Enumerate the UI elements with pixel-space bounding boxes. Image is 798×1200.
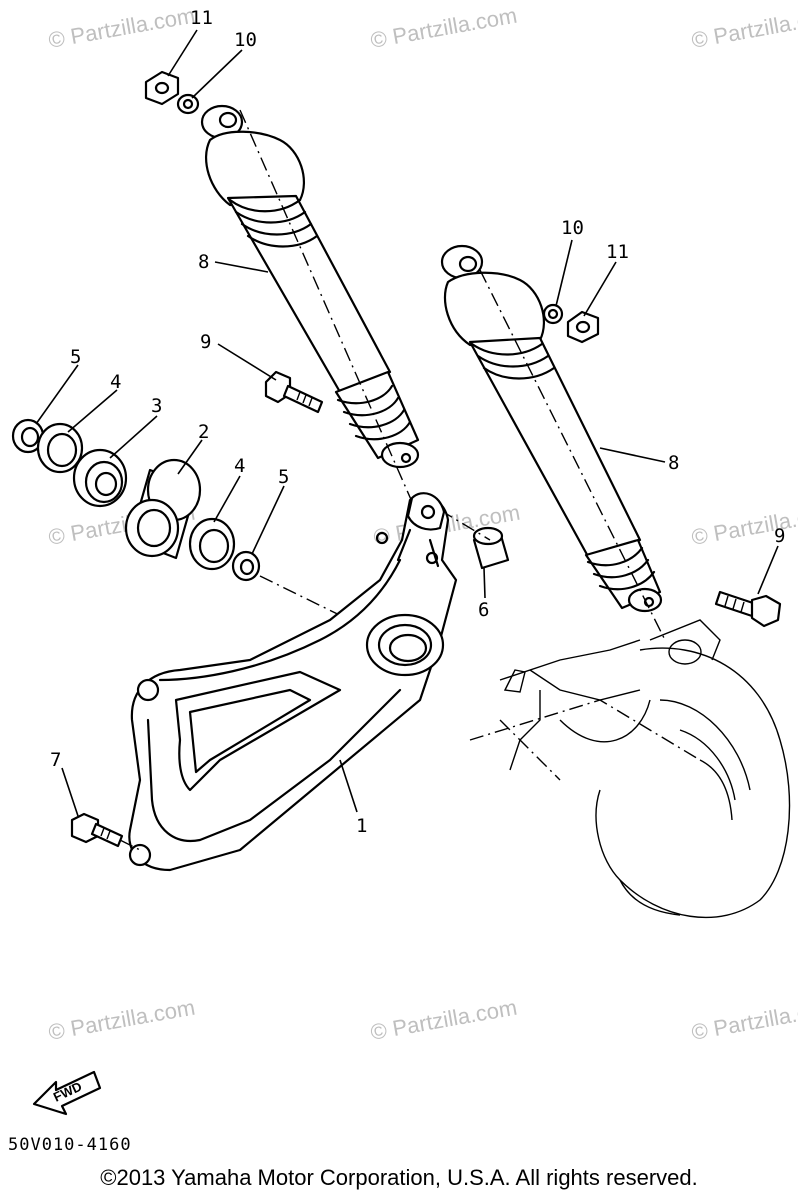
assembly-line <box>439 509 491 541</box>
watermark: © Partzilla.com <box>47 995 197 1045</box>
bolt-right <box>714 590 782 628</box>
engine-context <box>469 619 791 919</box>
rear-arm <box>128 492 458 872</box>
callout-2: 2 <box>198 421 209 443</box>
callout-4: 4 <box>234 455 245 477</box>
callout-5: 5 <box>278 466 289 488</box>
bolt-swingarm <box>70 812 124 848</box>
washer-right <box>231 550 261 582</box>
watermark: © Partzilla.com <box>690 3 798 53</box>
callout-7: 7 <box>50 749 61 771</box>
watermark: © Partzilla.com <box>47 3 197 53</box>
callout-6: 6 <box>478 599 489 621</box>
callout-10: 10 <box>561 217 584 239</box>
watermark: © Partzilla.com <box>369 3 519 53</box>
oil-seal-left <box>36 422 84 474</box>
shock-absorber-left <box>200 104 421 521</box>
callout-9: 9 <box>774 525 785 547</box>
callout-10: 10 <box>234 29 257 51</box>
watermark: © Partzilla.com <box>369 995 519 1045</box>
nut-top-left <box>144 70 180 106</box>
callout-11: 11 <box>606 241 629 263</box>
callout-8: 8 <box>668 452 679 474</box>
shock-absorber-right <box>440 244 666 641</box>
copyright-notice: ©2013 Yamaha Motor Corporation, U.S.A. A… <box>100 1165 698 1190</box>
callout-11: 11 <box>190 7 213 29</box>
leader-lines <box>35 29 779 817</box>
callout-3: 3 <box>151 395 162 417</box>
assembly-line <box>119 839 141 851</box>
callouts: 11 10 8 9 5 4 3 2 4 5 6 7 1 8 10 11 9 <box>50 7 785 837</box>
washer-top-right <box>542 303 564 325</box>
oil-seal-right <box>188 517 236 571</box>
bolt-left <box>264 370 324 414</box>
callout-4: 4 <box>110 371 121 393</box>
callout-1: 1 <box>356 815 367 837</box>
callout-9: 9 <box>200 331 211 353</box>
bearing <box>72 448 128 508</box>
assembly-line <box>259 575 371 631</box>
bearing-collar <box>124 458 202 560</box>
collar <box>472 526 510 570</box>
washer-left <box>11 418 45 454</box>
fwd-arrow-icon: FWD <box>32 1070 102 1116</box>
watermark: © Partzilla.com <box>690 995 798 1045</box>
nut-top-right <box>566 310 600 344</box>
washer-top-left <box>176 93 200 115</box>
callout-5: 5 <box>70 346 81 368</box>
callout-8: 8 <box>198 251 209 273</box>
drawing-code: 50V010-4160 <box>8 1135 132 1155</box>
